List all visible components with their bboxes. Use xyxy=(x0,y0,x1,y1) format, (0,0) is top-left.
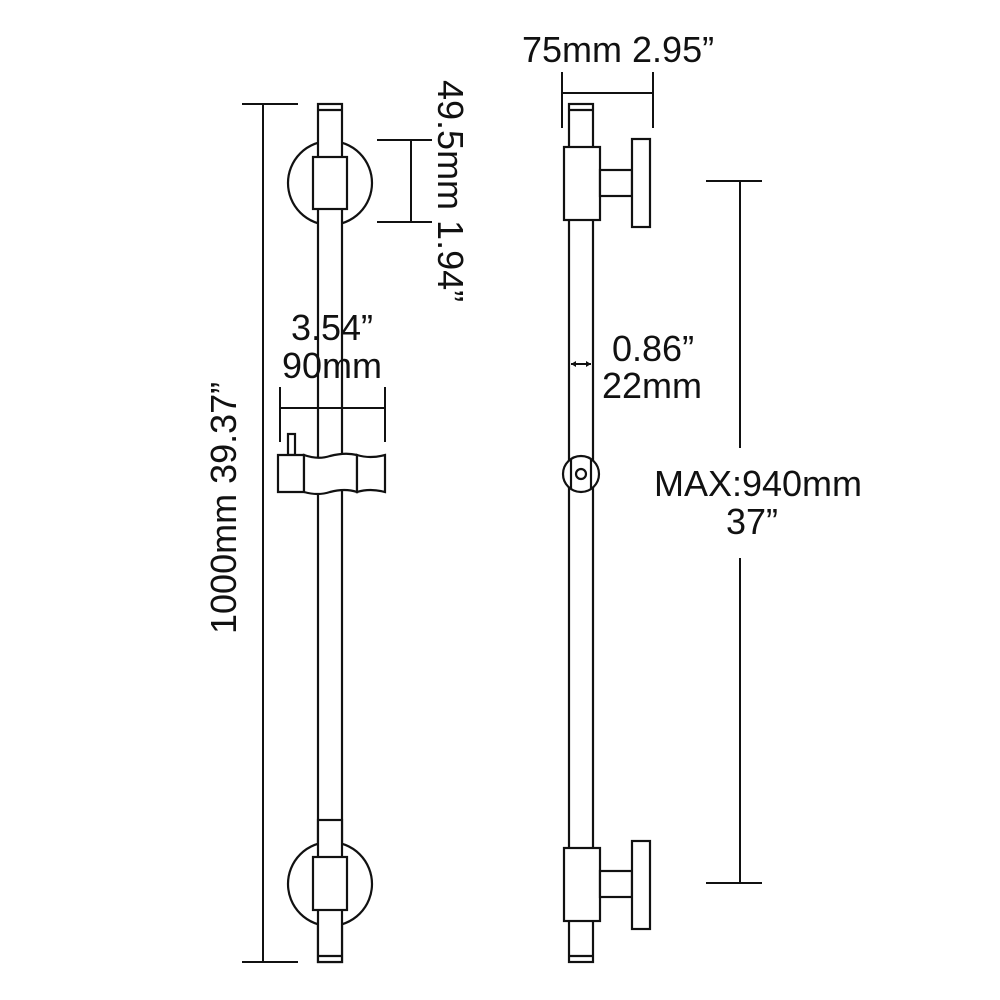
top-bracket-block xyxy=(311,155,349,211)
max-spacing-dimension xyxy=(706,180,762,884)
slider-width-inch-label: 3.54” xyxy=(291,307,373,348)
overall-length-dimension xyxy=(242,103,298,963)
side-top-bracket xyxy=(562,137,652,229)
max-spacing-mm-label: MAX:940mm xyxy=(654,463,862,504)
tube-diameter-dimension xyxy=(571,361,591,367)
bracket-height-label: 49.5mm 1.94” xyxy=(430,80,471,302)
slider-width-mm-label: 90mm xyxy=(282,345,382,386)
bracket-height-dimension xyxy=(377,139,432,223)
tube-diameter-mm-label: 22mm xyxy=(602,365,702,406)
side-bottom-bracket xyxy=(562,839,652,931)
side-tube xyxy=(567,102,595,964)
side-view: 75mm 2.95” 0.86” 22mm xyxy=(522,29,862,964)
max-spacing-inch-label: 37” xyxy=(726,501,778,542)
slider-holder xyxy=(276,432,387,496)
front-view: 1000mm 39.37” 49.5mm 1.94” 3.54” 90mm xyxy=(203,80,471,964)
tube-diameter-inch-label: 0.86” xyxy=(612,328,694,369)
projection-label: 75mm 2.95” xyxy=(522,29,714,70)
side-slider-knob xyxy=(561,454,601,494)
overall-length-label: 1000mm 39.37” xyxy=(203,382,244,634)
bottom-bracket-block xyxy=(311,855,349,912)
slider-width-dimension xyxy=(279,387,386,442)
projection-dimension xyxy=(561,72,654,128)
